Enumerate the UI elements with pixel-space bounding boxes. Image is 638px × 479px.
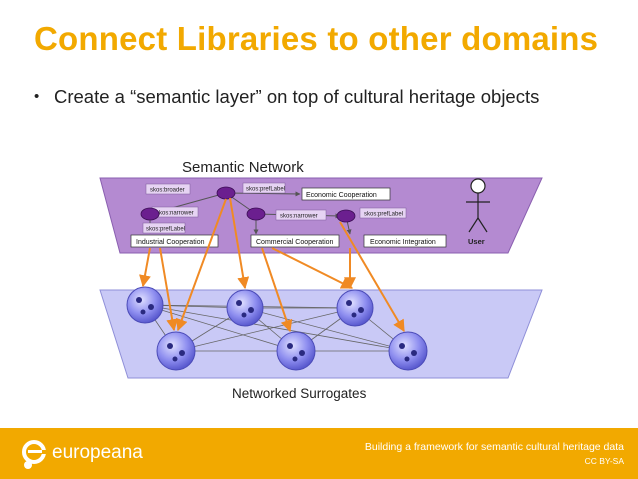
europeana-logo-icon bbox=[22, 440, 46, 469]
surrogate-node bbox=[126, 286, 164, 324]
surrogates-plane bbox=[99, 289, 543, 379]
footer-subtitle: Building a framework for semantic cultur… bbox=[364, 441, 624, 453]
relation-label: skos:narrower bbox=[156, 211, 194, 217]
concept-label: Commercial Cooperation bbox=[256, 239, 334, 246]
surrogate-node bbox=[156, 331, 196, 371]
semantic-layer-diagram: Semantic Network Networked Surrogates bbox=[99, 159, 543, 401]
footer-bar: europeana Building a framework for seman… bbox=[0, 428, 638, 479]
bullet-item: • Create a “semantic layer” on top of cul… bbox=[34, 86, 539, 108]
slide-title: Connect Libraries to other domains bbox=[34, 20, 599, 57]
concept-node bbox=[216, 186, 236, 200]
concept-node bbox=[246, 207, 266, 221]
surrogate-node bbox=[276, 331, 316, 371]
surrogate-node bbox=[226, 289, 264, 327]
relation-label: skos:prefLabel bbox=[246, 187, 285, 193]
relation-label: skos:prefLabel bbox=[364, 212, 403, 218]
surrogates-title: Networked Surrogates bbox=[232, 386, 367, 401]
relation-label: skos:prefLabel bbox=[146, 227, 185, 233]
concept-label: Economic Integration bbox=[370, 239, 436, 246]
concept-label: Industrial Cooperation bbox=[136, 239, 205, 246]
relation-label: skos:narrower bbox=[280, 214, 318, 220]
concept-node bbox=[140, 207, 160, 221]
concept-node bbox=[336, 209, 356, 223]
cross-layer-links bbox=[139, 197, 405, 333]
user-figure bbox=[466, 178, 490, 233]
relation-label: skos:broader bbox=[150, 188, 185, 194]
license-label: CC BY-SA bbox=[584, 456, 624, 466]
user-label: User bbox=[468, 237, 485, 246]
concept-label: Economic Cooperation bbox=[306, 192, 377, 199]
semantic-network-title: Semantic Network bbox=[182, 159, 304, 176]
surrogate-node bbox=[388, 331, 428, 371]
brand-name: europeana bbox=[52, 442, 143, 463]
bullet-marker: • bbox=[34, 88, 40, 105]
bullet-text: Create a “semantic layer” on top of cult… bbox=[54, 86, 540, 107]
surrogate-node bbox=[336, 289, 374, 327]
